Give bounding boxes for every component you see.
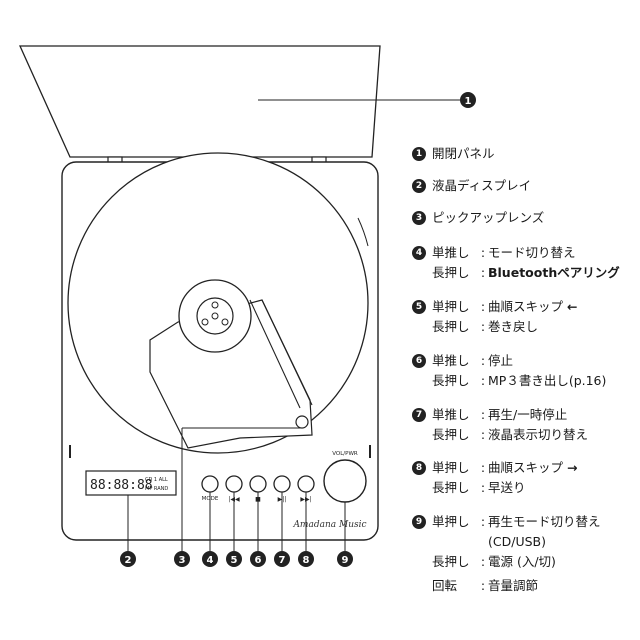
legend-number: 6 — [412, 354, 426, 368]
svg-text:4: 4 — [207, 555, 214, 566]
callout-8: 8 — [298, 551, 314, 567]
vol-pwr-knob[interactable] — [323, 459, 367, 503]
callout-9: 9 — [337, 551, 353, 567]
legend-value: モード切り替え — [488, 245, 576, 260]
legend-entry-2: 2 液晶ディスプレイ — [412, 176, 531, 196]
next-button[interactable] — [297, 475, 315, 493]
legend-value: 停止 — [488, 353, 514, 368]
callout-1: 1 — [460, 92, 476, 108]
legend-key: 長押し — [432, 319, 470, 334]
mode-button[interactable] — [201, 475, 219, 493]
arrow-left-icon: ← — [567, 299, 578, 314]
legend-key: 長押し — [432, 265, 470, 280]
legend-number: 9 — [412, 515, 426, 529]
lcd-status-2: MP RAND — [145, 486, 168, 492]
legend-number: 2 — [412, 179, 426, 193]
legend-number: 7 — [412, 408, 426, 422]
play-pause-button[interactable] — [273, 475, 291, 493]
vol-pwr-label: VOL/PWR — [332, 451, 358, 457]
lcd-status-1: CD 1 ALL — [145, 477, 168, 483]
legend-value: 音量調節 — [488, 578, 539, 593]
callout-7: 7 — [274, 551, 290, 567]
svg-text:2: 2 — [125, 555, 132, 566]
svg-text:3: 3 — [179, 555, 186, 566]
svg-text:5: 5 — [231, 555, 238, 566]
svg-text:1: 1 — [465, 96, 472, 107]
legend-value: 巻き戻し — [488, 319, 539, 334]
legend-key: 単押し — [432, 514, 470, 529]
legend-value: 曲順スキップ — [488, 460, 564, 475]
callout-5: 5 — [226, 551, 242, 567]
legend-key: 長押し — [432, 554, 470, 569]
legend-number: 1 — [412, 147, 426, 161]
svg-text:8: 8 — [303, 555, 310, 566]
legend-text: 開閉パネル — [432, 146, 495, 161]
legend-entry-1: 1 開閉パネル — [412, 144, 495, 164]
legend-value: Bluetoothペアリング — [488, 265, 620, 280]
legend-key: 単押し — [432, 460, 470, 475]
callout-leaders — [127, 427, 346, 551]
legend-number: 8 — [412, 461, 426, 475]
legend-number: 4 — [412, 246, 426, 260]
legend-key: 単押し — [432, 299, 470, 314]
legend-key: 単推し — [432, 407, 470, 422]
legend-key: 単推し — [432, 353, 470, 368]
brand-logo: Amadana Music — [292, 520, 366, 530]
callout-6: 6 — [250, 551, 266, 567]
legend-text: ピックアップレンズ — [432, 210, 545, 225]
lcd-digits: 88:88:88 — [90, 478, 153, 493]
legend-entry-3: 3 ピックアップレンズ — [412, 208, 544, 228]
legend-key: 長押し — [432, 373, 470, 388]
callout-3: 3 — [174, 551, 190, 567]
legend-text: 液晶ディスプレイ — [432, 178, 532, 193]
legend-value: 曲順スキップ — [488, 299, 564, 314]
legend-number: 3 — [412, 211, 426, 225]
legend-key: 回転 — [432, 578, 458, 593]
pickup-lens — [295, 415, 309, 429]
legend-key: 長押し — [432, 480, 470, 495]
legend-value: 再生モード切り替え — [488, 514, 601, 529]
prev-button[interactable] — [225, 475, 243, 493]
callout-2: 2 — [120, 551, 136, 567]
callout-4: 4 — [202, 551, 218, 567]
lid-panel — [18, 45, 381, 158]
svg-text:7: 7 — [279, 555, 286, 566]
legend-value-continued: (CD/USB) — [488, 534, 546, 549]
legend-value: 再生/一時停止 — [488, 407, 568, 422]
legend-value: 液晶表示切り替え — [488, 427, 589, 442]
arrow-right-icon: → — [567, 460, 578, 475]
svg-text:9: 9 — [342, 555, 349, 566]
svg-text:6: 6 — [255, 555, 262, 566]
legend-key: 長押し — [432, 427, 470, 442]
stop-button[interactable] — [249, 475, 267, 493]
legend-key: 単推し — [432, 245, 470, 260]
lcd-display — [85, 470, 177, 496]
legend-number: 5 — [412, 300, 426, 314]
legend-value: MP３書き出し(p.16) — [488, 373, 607, 388]
legend-value: 早送り — [488, 480, 526, 495]
legend-value: 電源 (入/切) — [488, 554, 556, 569]
